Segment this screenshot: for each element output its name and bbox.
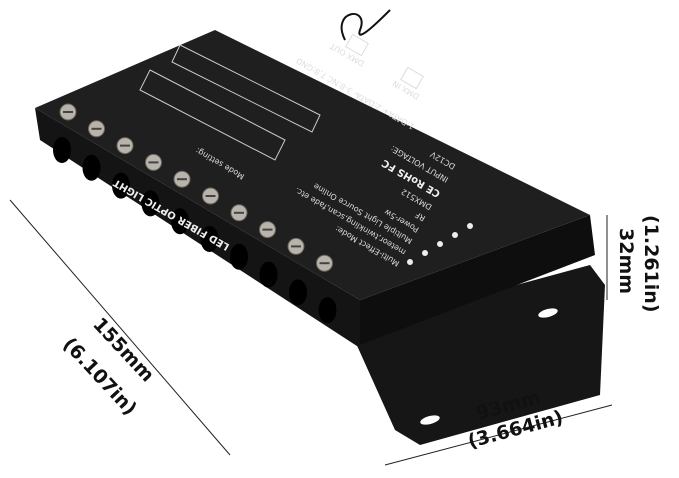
height-in: (1.261in) xyxy=(640,215,662,313)
front-face xyxy=(35,108,360,348)
indicator-led xyxy=(407,259,413,265)
mount-hole xyxy=(538,308,558,318)
indicator-led xyxy=(437,241,443,247)
fiber-port-hole xyxy=(171,208,189,235)
fiber-port-hole xyxy=(141,190,160,217)
fiber-port-hole xyxy=(82,154,101,181)
antenna-wire xyxy=(340,9,391,41)
height-mm: 32mm xyxy=(615,228,637,294)
fiber-port-hole xyxy=(53,137,71,163)
fiber-port-hole xyxy=(318,297,337,324)
dmx-out-port-icon xyxy=(345,33,369,57)
indicator-led xyxy=(422,250,428,256)
indicator-led xyxy=(467,223,473,229)
fiber-port-hole xyxy=(230,243,248,270)
fiber-port-hole xyxy=(259,261,278,288)
mounting-flange xyxy=(350,265,605,445)
indicator-led xyxy=(452,232,458,238)
dip-switch-panel xyxy=(139,69,286,161)
width-dimension-line xyxy=(384,404,613,466)
fiber-port-hole xyxy=(112,172,130,199)
dmx-in-label: DMX IN xyxy=(391,79,421,102)
dip-switch-panel xyxy=(171,44,321,133)
dmx-in-port-icon xyxy=(400,66,424,90)
mount-hole xyxy=(420,415,440,425)
fiber-port-hole xyxy=(200,226,219,252)
length-dimension-line xyxy=(9,199,231,456)
fiber-port-hole xyxy=(289,279,307,306)
side-face xyxy=(360,215,595,345)
top-face xyxy=(35,30,590,300)
